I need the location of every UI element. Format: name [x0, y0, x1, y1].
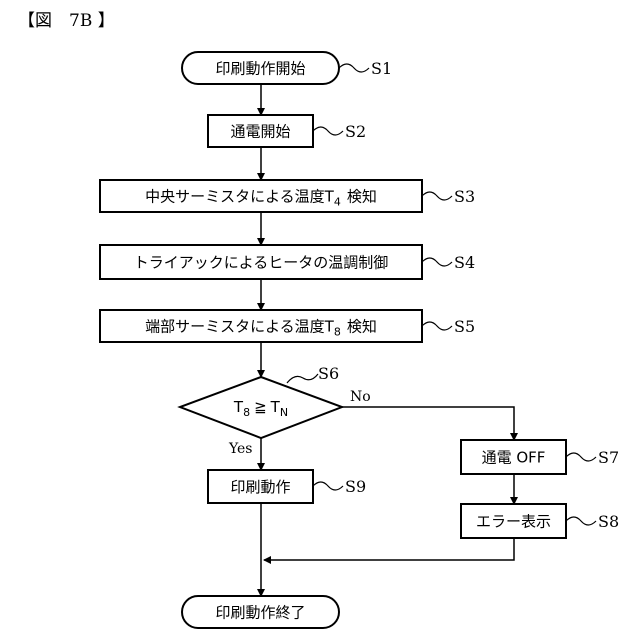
step-label-s4: S4 [454, 253, 475, 272]
process-box-edge-detect: 端部サーミスタによる温度T8 検知 [100, 310, 422, 342]
process-box-error-display: エラー表示 [461, 504, 566, 538]
step-label-s7: S7 [598, 448, 619, 467]
step-label-s9: S9 [345, 477, 366, 496]
power-on-label: 通電開始 [230, 123, 290, 141]
step-label-s2: S2 [345, 122, 366, 141]
edge-detect-text: 端部サーミスタによる温度T [145, 318, 335, 336]
start-label: 印刷動作開始 [215, 60, 305, 78]
process-box-power-off: 通電 OFF [461, 440, 566, 474]
end-label: 印刷動作終了 [215, 604, 305, 622]
process-box-center-detect: 中央サーミスタによる温度T4 検知 [100, 180, 422, 212]
yes-branch-label: Yes [228, 441, 253, 457]
start-terminal: 印刷動作開始 [182, 52, 339, 84]
end-terminal: 印刷動作終了 [182, 596, 339, 628]
step-label-s8: S8 [598, 512, 619, 531]
step-label-s1: S1 [371, 59, 392, 78]
process-box-power-on: 通電開始 [208, 115, 313, 147]
step-label-s3: S3 [454, 187, 475, 206]
triac-control-label: トライアックによるヒータの温調制御 [134, 254, 389, 272]
step-label-s5: S5 [454, 317, 475, 336]
process-box-triac-control: トライアックによるヒータの温調制御 [100, 245, 422, 279]
edge-detect-suffix: 検知 [347, 318, 377, 336]
edge-detect-subscript: 8 [334, 326, 341, 339]
print-label: 印刷動作 [230, 478, 290, 496]
center-detect-suffix: 検知 [347, 188, 377, 206]
decision-sub1: 8 [243, 406, 250, 419]
decision-operator: ≧ [254, 398, 267, 416]
center-detect-text: 中央サーミスタによる温度T [145, 188, 335, 206]
error-display-label: エラー表示 [476, 513, 551, 531]
center-detect-subscript: 4 [334, 196, 341, 209]
no-branch-label: No [350, 389, 371, 405]
decision-diamond: T8≧TN [180, 377, 342, 438]
process-box-print: 印刷動作 [208, 470, 313, 503]
step-label-s6: S6 [318, 364, 339, 383]
power-off-label: 通電 OFF [482, 449, 546, 467]
decision-sub2: N [280, 406, 288, 419]
decision-condition: T8≧TN [233, 398, 288, 419]
figure-label: 【図 7B 】 [18, 11, 115, 31]
